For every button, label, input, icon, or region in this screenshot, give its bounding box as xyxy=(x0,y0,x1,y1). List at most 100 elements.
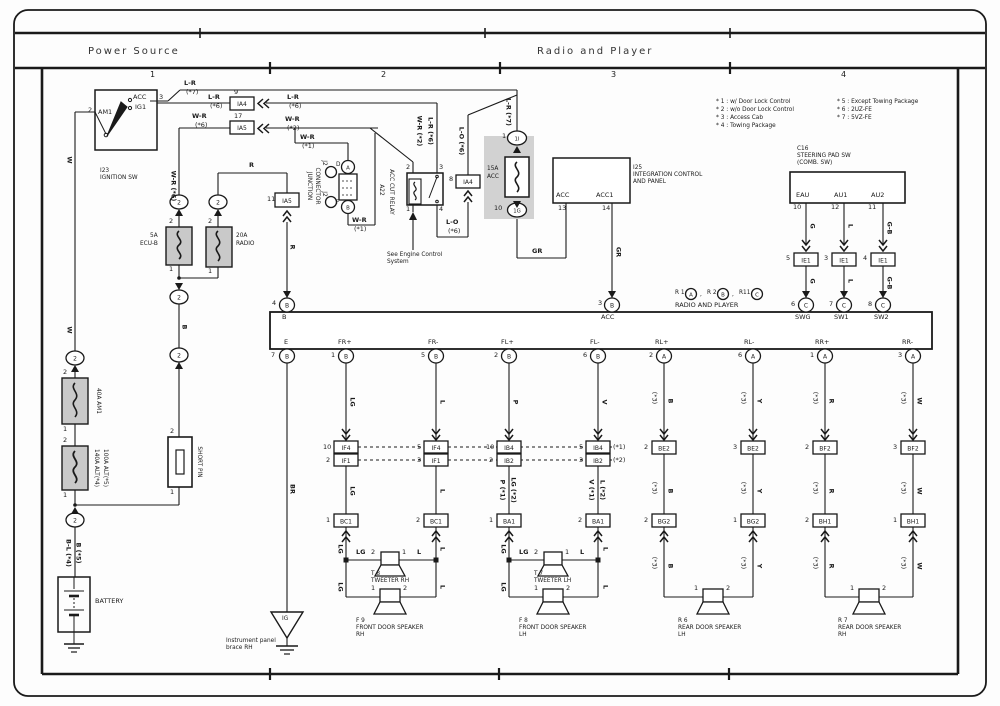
wire-qualifier: (*3) xyxy=(811,391,820,405)
component-id: T 7 xyxy=(534,571,544,577)
wire-label: R xyxy=(827,488,836,494)
see-engine-note: System xyxy=(387,259,409,265)
wire-label: P (*1) xyxy=(498,479,507,501)
col-number: 3 xyxy=(611,70,617,79)
wire-qualifier: (*3) xyxy=(899,481,908,495)
connector-number: 17 xyxy=(234,112,243,120)
svg-text:2: 2 xyxy=(177,200,181,207)
connector-number: 5 xyxy=(417,443,422,451)
wire-label: G xyxy=(808,278,817,284)
pin-name: RR- xyxy=(902,338,914,346)
ignition-pin-am1: AM1 xyxy=(98,108,113,116)
component-id: I23 xyxy=(100,168,110,174)
component-name: IGNITION SW xyxy=(100,175,138,181)
wire-qualifier: (*7) xyxy=(186,88,199,96)
component-name: FRONT DOOR SPEAKER xyxy=(519,625,587,631)
pin-number: 4 xyxy=(439,205,444,213)
wire-label: L-O xyxy=(446,218,459,226)
svg-text:C: C xyxy=(804,303,808,310)
radio-ref: R 1 xyxy=(675,290,685,296)
fuse-amp: 20A xyxy=(236,233,248,239)
svg-text:B: B xyxy=(285,354,289,361)
ignition-pin-acc: ACC xyxy=(133,93,147,101)
component-name: RH xyxy=(838,632,847,638)
svg-text:IA5: IA5 xyxy=(237,125,247,132)
connector-number: 10 xyxy=(323,443,332,451)
relay-name: ACC CUT RELAY xyxy=(388,169,395,215)
svg-text:IE1: IE1 xyxy=(878,258,888,265)
component-name: LH xyxy=(519,632,527,638)
wire-label: W-R xyxy=(285,115,300,123)
connector-number: 11 xyxy=(267,195,276,203)
component-subname: (COMB. SW) xyxy=(797,160,833,166)
pin-number: 6 xyxy=(791,300,796,308)
svg-text:1I: 1I xyxy=(514,137,519,143)
pin-name: ACC xyxy=(556,191,570,199)
wire-qualifier: (*3) xyxy=(899,556,908,570)
pin-number: 3 xyxy=(439,163,444,171)
wire-label: L xyxy=(438,488,447,494)
pin-number: 1 xyxy=(371,584,376,592)
svg-text:2: 2 xyxy=(177,353,181,360)
wire-label: LG xyxy=(499,544,508,554)
fuse-name: ECU-B xyxy=(140,241,158,247)
svg-text:BG2: BG2 xyxy=(658,519,671,526)
junction-label: JUNCTION xyxy=(306,171,313,201)
svg-text:IB2: IB2 xyxy=(593,458,603,465)
relay-id: A22 xyxy=(378,184,385,196)
pin-name: ACC1 xyxy=(596,191,614,199)
pin-name: AU2 xyxy=(871,191,885,199)
pin-number: 14 xyxy=(602,204,611,212)
connector-number: 5 xyxy=(579,443,584,451)
connector-number: 4 xyxy=(863,254,868,262)
pin-number: 6 xyxy=(583,351,588,359)
see-engine-note: See Engine Control xyxy=(387,252,443,258)
wire-label: L-R xyxy=(287,93,299,101)
wire-label: LG (*2) xyxy=(509,477,518,503)
wire-qualifier: (*3) xyxy=(650,481,659,495)
wire-label: BR xyxy=(288,484,297,494)
junction-dots xyxy=(73,276,601,563)
pin-name: AU1 xyxy=(834,191,848,199)
legend-note: * 3 : Access Cab xyxy=(716,115,764,121)
pin-number: 7 xyxy=(829,300,834,308)
wire-label: L-R xyxy=(208,93,220,101)
pin-number: 10 xyxy=(494,204,503,212)
wire-label: W xyxy=(65,156,74,164)
wire-label: LG xyxy=(348,397,357,407)
wire-label: B xyxy=(180,324,189,330)
col-number: 2 xyxy=(381,70,387,79)
svg-text:2: 2 xyxy=(216,200,220,207)
wire-label: L-R (*7) xyxy=(504,98,513,126)
pin-number: 2 xyxy=(649,351,654,359)
wire-label: L xyxy=(601,584,610,590)
svg-text:B: B xyxy=(596,354,600,361)
pin-number: 1 xyxy=(331,351,336,359)
pin-number: 1 xyxy=(208,267,213,275)
pin-number: 1 xyxy=(406,205,411,213)
svg-text:BE2: BE2 xyxy=(658,446,670,453)
connector-number: 3 xyxy=(417,456,422,464)
wire-qualifier: (*3) xyxy=(650,556,659,570)
component-id: F 9 xyxy=(356,618,365,624)
svg-text:BG2: BG2 xyxy=(747,519,760,526)
radio-ref: R11 xyxy=(739,290,751,296)
wire-label: B xyxy=(666,398,675,404)
col-number: 4 xyxy=(841,70,847,79)
wire-label: Y xyxy=(755,488,764,494)
pin-name: FR+ xyxy=(338,338,352,346)
wire-qualifier: (*1) xyxy=(354,225,367,233)
wire-qualifier: (*3) xyxy=(739,481,748,495)
pin-name: SW2 xyxy=(874,313,889,321)
svg-text:2: 2 xyxy=(73,356,77,363)
wire-label: LG xyxy=(356,548,366,556)
wire-label: R xyxy=(249,161,255,169)
fuse-name: RADIO xyxy=(236,241,255,247)
component-name: TWEETER LH xyxy=(534,578,572,584)
ground-tag: IG xyxy=(282,616,289,622)
pin-number: 3 xyxy=(159,93,164,101)
svg-text:B: B xyxy=(434,354,438,361)
